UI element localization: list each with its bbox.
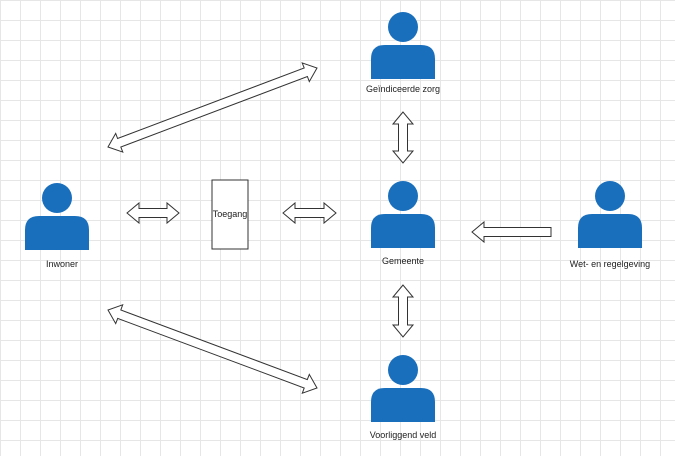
voorliggend-veld-person-icon [371, 355, 435, 422]
geindiceerde-zorg-label: Geïndiceerde zorg [365, 84, 441, 94]
inwoner-geindiceerde-zorg-arrow [107, 62, 318, 153]
geindiceerde-zorg-gemeente-arrow [391, 111, 415, 164]
geindiceerde-zorg-person-icon [371, 12, 435, 79]
regelgeving-gemeente-arrow [471, 220, 552, 244]
inwoner-voorliggend-veld-arrow [107, 303, 318, 395]
toegang-gemeente-arrow [282, 201, 337, 225]
inwoner-toegang-arrow [126, 201, 180, 225]
inwoner-label: Inwoner [45, 259, 79, 269]
gemeente-label: Gemeente [381, 256, 425, 266]
gemeente-person-icon [371, 181, 435, 248]
wet-regelgeving-person-icon [578, 181, 642, 248]
wet-regelgeving-label: Wet- en regelgeving [569, 259, 651, 269]
toegang-label: Toegang [212, 209, 248, 219]
inwoner-person-icon [25, 183, 89, 250]
gemeente-voorliggend-veld-arrow [391, 284, 415, 338]
arrows-layer [107, 62, 552, 395]
toegang-box [211, 179, 249, 250]
voorliggend-veld-label: Voorliggend veld [369, 430, 437, 440]
